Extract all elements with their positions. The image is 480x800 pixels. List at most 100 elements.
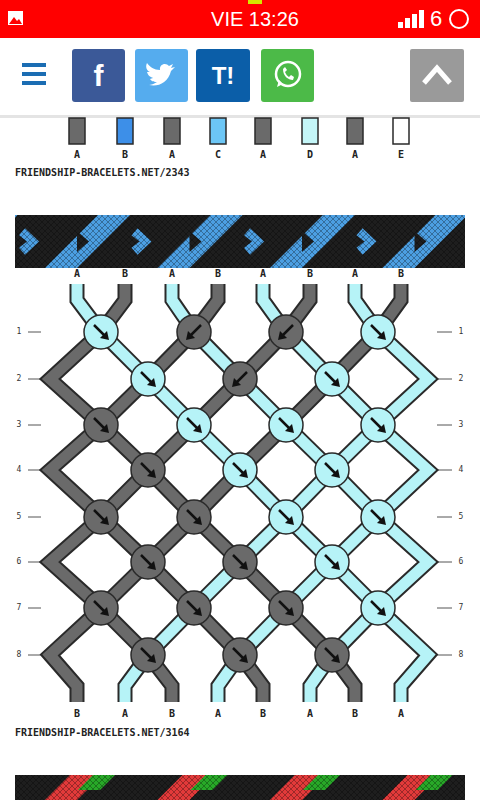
row-number: 1 xyxy=(459,328,464,336)
string xyxy=(50,284,310,702)
string-letter: A xyxy=(307,709,313,719)
signal-icon xyxy=(398,10,424,28)
row-tick xyxy=(28,608,41,609)
knot-circle xyxy=(131,638,165,672)
knot-arrow xyxy=(94,510,104,520)
string xyxy=(50,284,401,702)
knot-arrow xyxy=(141,555,151,565)
knot-circle xyxy=(269,500,303,534)
string-letter: E xyxy=(398,150,404,160)
string-fill xyxy=(50,284,310,702)
string-outline xyxy=(50,284,401,702)
row-number: 8 xyxy=(17,651,22,659)
row-tick xyxy=(28,332,41,333)
row-number: 5 xyxy=(459,513,464,521)
knot-arrowhead xyxy=(331,378,340,387)
knot-arrow xyxy=(279,418,289,428)
row-tick xyxy=(28,425,41,426)
knot-circle xyxy=(315,638,349,672)
band-texture xyxy=(15,215,465,268)
image-icon xyxy=(8,11,23,25)
knot xyxy=(269,408,303,442)
strings xyxy=(50,284,428,702)
knot-circle xyxy=(361,591,395,625)
knot-circle xyxy=(223,638,257,672)
knot-arrow xyxy=(283,325,293,335)
knot-arrowhead xyxy=(285,516,294,525)
band-ground xyxy=(15,775,465,800)
knot xyxy=(269,500,303,534)
facebook-button: f xyxy=(72,49,125,102)
button-label: T! xyxy=(212,64,235,88)
knot-arrow xyxy=(371,510,381,520)
knot xyxy=(315,362,349,396)
knot-arrow xyxy=(94,325,104,335)
row-tick xyxy=(437,332,452,333)
string-letter: A xyxy=(74,269,80,279)
knot-circle xyxy=(223,545,257,579)
row-tick xyxy=(28,517,41,518)
string-letter: A xyxy=(260,269,266,279)
knot-circle xyxy=(361,315,395,349)
knot-arrow xyxy=(325,555,335,565)
row-ticks xyxy=(28,332,452,655)
knot xyxy=(361,500,395,534)
row-number: 5 xyxy=(17,513,22,521)
knot-arrow xyxy=(94,418,104,428)
row-number: 7 xyxy=(459,604,464,612)
source-url: FRIENDSHIP-BRACELETS.NET/3164 xyxy=(15,728,190,738)
string-letter: D xyxy=(307,150,313,160)
knot-arrowhead xyxy=(377,607,386,616)
button-label: f xyxy=(94,61,104,91)
knot-arrow xyxy=(233,648,243,658)
row-number: 4 xyxy=(459,466,464,474)
knot xyxy=(84,315,118,349)
knot-arrowhead xyxy=(331,654,340,663)
string-fill xyxy=(50,284,401,702)
knot xyxy=(84,408,118,442)
bracelet-preview xyxy=(15,775,465,800)
string-end xyxy=(69,118,85,144)
knot xyxy=(315,638,349,672)
knot-arrow xyxy=(371,325,381,335)
knot-circle xyxy=(177,500,211,534)
knot-circle xyxy=(269,591,303,625)
string-outline xyxy=(125,284,428,702)
row-number: 8 xyxy=(459,651,464,659)
row-number: 1 xyxy=(17,328,22,336)
row-tick xyxy=(28,655,41,656)
knot xyxy=(131,453,165,487)
knot-arrow xyxy=(141,372,151,382)
string-letter: A xyxy=(260,150,266,160)
knot xyxy=(361,408,395,442)
knot-circle xyxy=(131,453,165,487)
knot-circle xyxy=(223,362,257,396)
string-letter: B xyxy=(307,269,313,279)
status-signal: 6 xyxy=(430,8,442,30)
knot-circle xyxy=(177,408,211,442)
knot-arrowhead xyxy=(147,561,156,570)
string-end xyxy=(347,118,363,144)
knot-circle xyxy=(361,408,395,442)
row-tick xyxy=(437,470,452,471)
knot xyxy=(223,545,257,579)
row-number: 7 xyxy=(17,604,22,612)
knot-circle xyxy=(269,408,303,442)
string-end xyxy=(164,118,180,144)
scroll-top-button xyxy=(410,49,464,102)
knot-arrowhead xyxy=(232,378,241,387)
knot xyxy=(177,591,211,625)
row-number: 3 xyxy=(459,421,464,429)
string-letter: C xyxy=(215,150,221,160)
knot-arrow xyxy=(279,510,289,520)
string-end xyxy=(302,118,318,144)
knot xyxy=(223,638,257,672)
knot xyxy=(223,453,257,487)
string-letter: A xyxy=(169,269,175,279)
record-icon xyxy=(450,10,468,28)
knot xyxy=(315,545,349,579)
row-tick xyxy=(437,608,452,609)
knot xyxy=(131,638,165,672)
knot-arrow xyxy=(233,555,243,565)
knot-circle xyxy=(361,500,395,534)
